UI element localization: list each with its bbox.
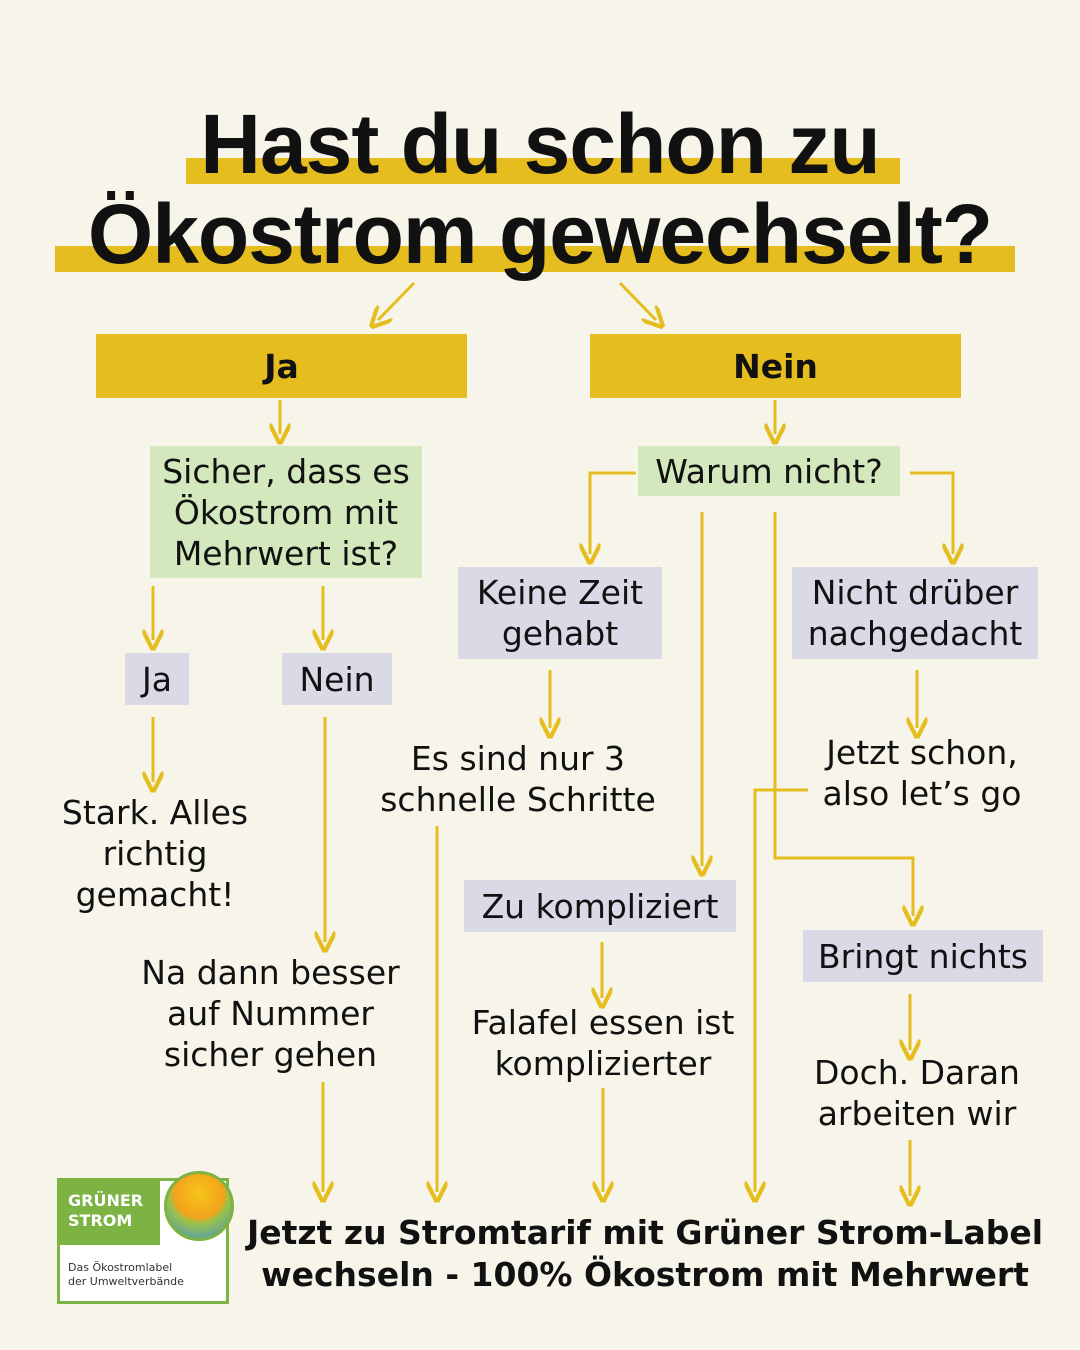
gruener-strom-logo: GRÜNER STROM Das Ökostromlabel der Umwel… bbox=[57, 1171, 234, 1304]
logo-sub-line2: der Umweltverbände bbox=[68, 1275, 184, 1288]
logo-name: GRÜNER STROM bbox=[60, 1181, 160, 1245]
arrow-why-to-time bbox=[590, 471, 636, 554]
sub-answer-yes-box: Ja bbox=[125, 653, 189, 705]
result-no-text: Na dann besser auf Nummer sicher gehen bbox=[141, 953, 400, 1074]
page-title-line2: Ökostrom gewechselt? bbox=[87, 187, 993, 281]
arrow-thought-reply-to-footer bbox=[755, 788, 808, 1192]
result-yes-text: Stark. Alles richtig gemacht! bbox=[61, 793, 249, 914]
title-highlight-2 bbox=[55, 246, 1015, 272]
reason-no-time-box: Keine Zeit gehabt bbox=[458, 567, 662, 659]
reason-not-thought-reply: Jetzt schon, also let’s go bbox=[822, 733, 1022, 813]
reason-useless-box: Bringt nichts bbox=[803, 930, 1043, 982]
title-highlight-1 bbox=[186, 158, 900, 184]
reason-not-thought-box: Nicht drüber nachgedacht bbox=[792, 567, 1038, 659]
answer-no-box: Nein bbox=[590, 334, 961, 398]
call-to-action: Jetzt zu Stromtarif mit Grüner Strom-Lab… bbox=[240, 1212, 1050, 1296]
question-renewable-value-box: Sicher, dass es Ökostrom mit Mehrwert is… bbox=[150, 446, 422, 578]
logo-sub-line1: Das Ökostromlabel bbox=[68, 1261, 173, 1274]
logo-name-line1: GRÜNER bbox=[68, 1191, 144, 1210]
call-to-action-line1: Jetzt zu Stromtarif mit Grüner Strom-Lab… bbox=[246, 1213, 1044, 1252]
arrow-title-to-yes bbox=[378, 281, 416, 320]
arrow-why-to-thought bbox=[910, 471, 953, 554]
reason-complicated-reply: Falafel essen ist komplizierter bbox=[471, 1003, 735, 1083]
reason-no-time-reply: Es sind nur 3 schnelle Schritte bbox=[380, 739, 656, 819]
question-why-not-box: Warum nicht? bbox=[638, 446, 900, 496]
arrow-title-to-no bbox=[618, 281, 656, 320]
arrow-why-to-useless bbox=[773, 512, 913, 916]
page-title-line1: Hast du schon zu bbox=[200, 97, 880, 191]
sub-answer-no-box: Nein bbox=[282, 653, 392, 705]
logo-name-line2: STROM bbox=[68, 1211, 133, 1230]
reason-useless-reply: Doch. Daran arbeiten wir bbox=[814, 1053, 1020, 1133]
call-to-action-line2: wechseln - 100% Ökostrom mit Mehrwert bbox=[261, 1255, 1029, 1294]
reason-complicated-box: Zu kompliziert bbox=[464, 880, 736, 932]
logo-subtitle: Das Ökostromlabel der Umweltverbände bbox=[68, 1261, 184, 1289]
sun-landscape-icon bbox=[164, 1171, 234, 1241]
answer-yes-box: Ja bbox=[96, 334, 467, 398]
